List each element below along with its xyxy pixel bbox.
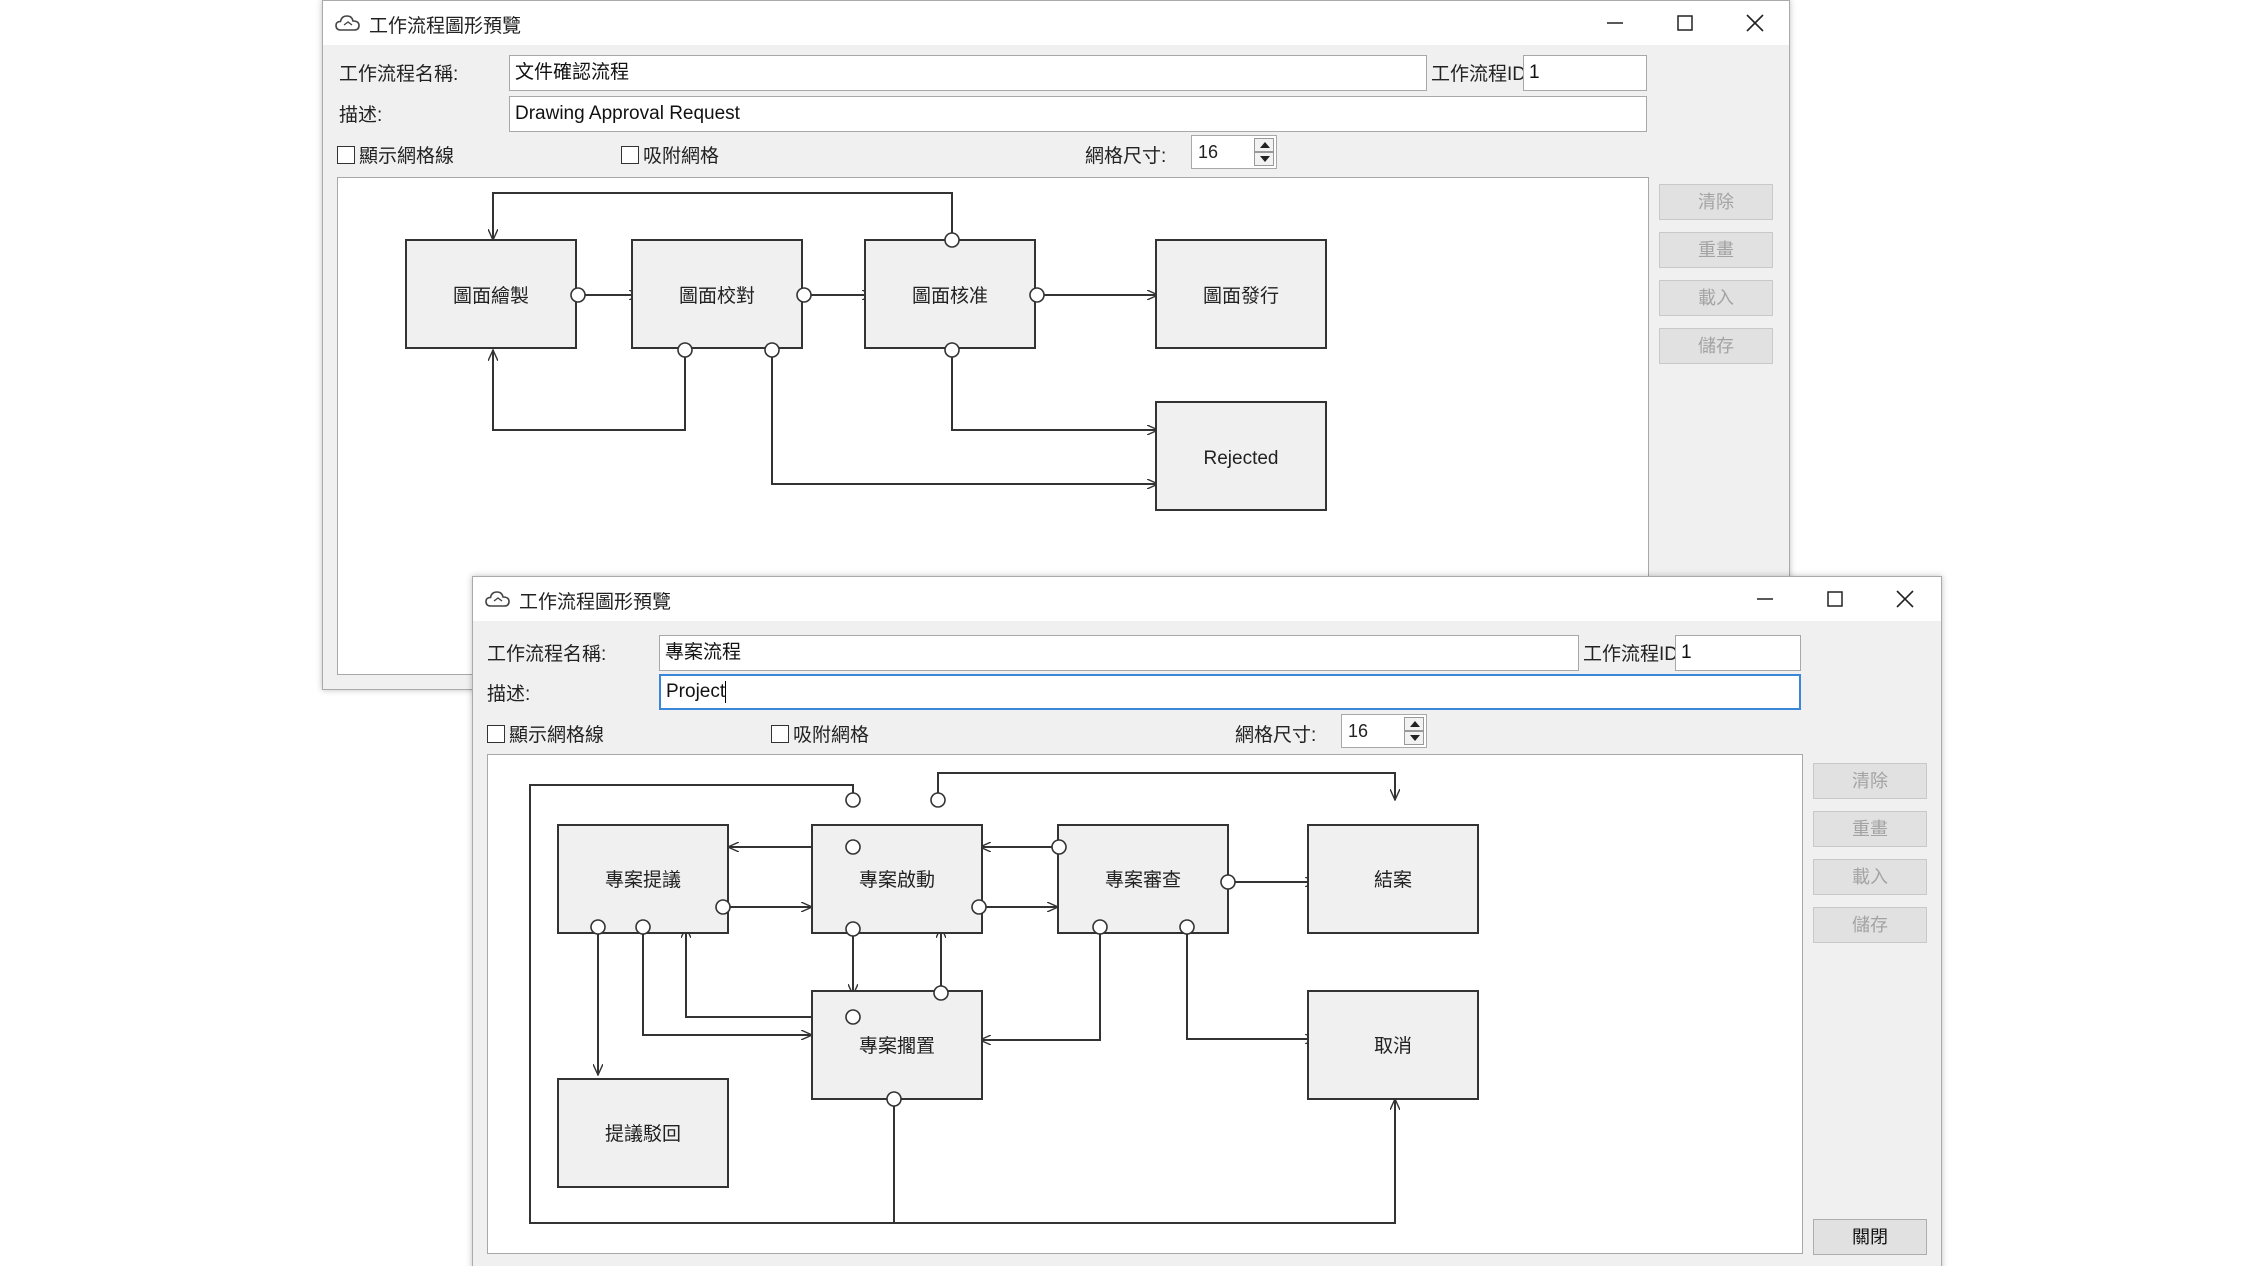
diagram-node[interactable]: 專案擱置 xyxy=(811,990,983,1100)
diagram-node[interactable]: 圖面繪製 xyxy=(405,239,577,349)
node-label: 專案擱置 xyxy=(859,1035,935,1057)
spin-down-icon[interactable] xyxy=(1254,152,1274,166)
checkbox-label: 顯示網格線 xyxy=(509,725,605,746)
spinner-arrows[interactable] xyxy=(1404,717,1424,745)
diagram-node[interactable]: 專案審查 xyxy=(1057,824,1229,934)
cloud-app-icon xyxy=(335,13,361,33)
minimize-button[interactable] xyxy=(1581,1,1649,45)
show-grid-checkbox[interactable]: 顯示網格線 xyxy=(337,141,454,168)
diagram-node[interactable]: 專案啟動 xyxy=(811,824,983,934)
close-button[interactable] xyxy=(1721,1,1789,45)
diagram-node[interactable]: 圖面核准 xyxy=(864,239,1036,349)
spin-up-icon[interactable] xyxy=(1404,717,1424,731)
grid-size-value: 16 xyxy=(1198,142,1219,162)
description-label: 描述: xyxy=(339,105,383,126)
text-caret xyxy=(725,680,727,703)
grid-size-spinner[interactable]: 16 xyxy=(1341,714,1427,748)
description-value: Project xyxy=(666,681,726,702)
title-bar[interactable]: 工作流程圖形預覽 xyxy=(323,1,1789,45)
node-label: 結案 xyxy=(1374,869,1412,891)
clear-button[interactable]: 清除 xyxy=(1659,184,1773,220)
diagram-node[interactable]: 專案提議 xyxy=(557,824,729,934)
cloud-app-icon xyxy=(485,589,511,609)
checkbox-label: 吸附網格 xyxy=(643,146,720,167)
snap-grid-checkbox[interactable]: 吸附網格 xyxy=(771,720,869,747)
diagram-canvas[interactable]: 專案提議 專案啟動 專案審查 結案 專案擱置 取消 xyxy=(487,754,1803,1254)
node-label: 專案提議 xyxy=(605,869,681,891)
workflow-name-input[interactable]: 專案流程 xyxy=(659,635,1579,671)
save-button[interactable]: 儲存 xyxy=(1813,907,1927,943)
redraw-button[interactable]: 重畫 xyxy=(1813,811,1927,847)
workflow-id-input[interactable]: 1 xyxy=(1675,635,1801,671)
grid-size-spinner[interactable]: 16 xyxy=(1191,135,1277,169)
window-title: 工作流程圖形預覽 xyxy=(369,16,522,37)
maximize-button[interactable] xyxy=(1801,577,1869,621)
node-label: Rejected xyxy=(1204,448,1279,469)
close-button[interactable] xyxy=(1871,577,1939,621)
node-label: 專案審查 xyxy=(1105,869,1181,891)
show-grid-checkbox[interactable]: 顯示網格線 xyxy=(487,720,604,747)
node-label: 圖面校對 xyxy=(679,285,755,307)
load-button[interactable]: 載入 xyxy=(1813,859,1927,895)
grid-size-value: 16 xyxy=(1348,721,1369,741)
diagram-node[interactable]: Rejected xyxy=(1155,401,1327,511)
node-label: 圖面繪製 xyxy=(453,285,529,307)
checkbox-box xyxy=(621,145,639,164)
diagram-node[interactable]: 圖面校對 xyxy=(631,239,803,349)
diagram-node[interactable]: 結案 xyxy=(1307,824,1479,934)
maximize-button[interactable] xyxy=(1651,1,1719,45)
grid-size-label: 網格尺寸: xyxy=(1235,725,1317,746)
workflow-preview-window-front: 工作流程圖形預覽 工作流程名稱: 專案流程 工作流程ID 1 描述: Proje… xyxy=(472,576,1942,1266)
close-dialog-button[interactable]: 關閉 xyxy=(1813,1219,1927,1255)
node-label: 取消 xyxy=(1374,1035,1412,1057)
node-label: 提議駁回 xyxy=(605,1123,681,1145)
grid-size-label: 網格尺寸: xyxy=(1085,146,1167,167)
spinner-arrows[interactable] xyxy=(1254,138,1274,166)
node-label: 專案啟動 xyxy=(859,869,935,891)
workflow-id-label: 工作流程ID xyxy=(1431,64,1527,85)
window-title: 工作流程圖形預覽 xyxy=(519,592,672,613)
diagram-node[interactable]: 提議駁回 xyxy=(557,1078,729,1188)
workflow-name-input[interactable]: 文件確認流程 xyxy=(509,55,1427,91)
checkbox-box xyxy=(487,724,505,743)
workflow-name-label: 工作流程名稱: xyxy=(487,644,607,665)
workflow-name-label: 工作流程名稱: xyxy=(339,64,459,85)
description-label: 描述: xyxy=(487,684,531,705)
workflow-id-input[interactable]: 1 xyxy=(1523,55,1647,91)
save-button[interactable]: 儲存 xyxy=(1659,328,1773,364)
redraw-button[interactable]: 重畫 xyxy=(1659,232,1773,268)
spin-up-icon[interactable] xyxy=(1254,138,1274,152)
checkbox-box xyxy=(771,724,789,743)
minimize-button[interactable] xyxy=(1731,577,1799,621)
description-input[interactable]: Drawing Approval Request xyxy=(509,96,1647,132)
node-label: 圖面核准 xyxy=(912,285,988,307)
diagram-node[interactable]: 圖面發行 xyxy=(1155,239,1327,349)
checkbox-label: 顯示網格線 xyxy=(359,146,455,167)
clear-button[interactable]: 清除 xyxy=(1813,763,1927,799)
workflow-id-label: 工作流程ID xyxy=(1583,644,1679,665)
snap-grid-checkbox[interactable]: 吸附網格 xyxy=(621,141,719,168)
checkbox-label: 吸附網格 xyxy=(793,725,870,746)
description-input[interactable]: Project xyxy=(659,674,1801,710)
spin-down-icon[interactable] xyxy=(1404,731,1424,745)
load-button[interactable]: 載入 xyxy=(1659,280,1773,316)
diagram-node[interactable]: 取消 xyxy=(1307,990,1479,1100)
checkbox-box xyxy=(337,145,355,164)
title-bar[interactable]: 工作流程圖形預覽 xyxy=(473,577,1941,621)
node-label: 圖面發行 xyxy=(1203,285,1279,307)
